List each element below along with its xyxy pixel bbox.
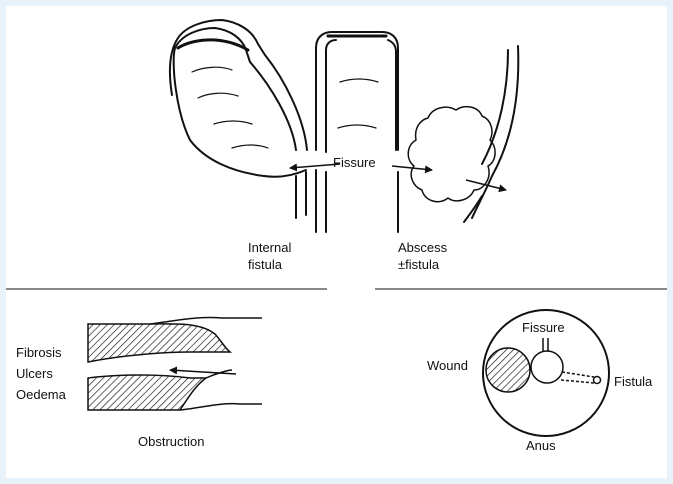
internal-fistula-label: Internal [248, 240, 291, 255]
anus-label: Anus [526, 438, 556, 453]
abscess-label: Abscess [398, 240, 448, 255]
oedema-label: Oedema [16, 387, 67, 402]
wound-label: Wound [427, 358, 468, 373]
ulcers-label: Ulcers [16, 366, 53, 381]
anal-opening [531, 351, 563, 383]
wound-hatched [486, 348, 530, 392]
fibrosis-label: Fibrosis [16, 345, 62, 360]
fistula-label: Fistula [614, 374, 653, 389]
abscess-label-2: ±fistula [398, 257, 440, 272]
fistula-opening [594, 377, 601, 384]
obstruction-label: Obstruction [138, 434, 204, 449]
internal-fistula-label-2: fistula [248, 257, 283, 272]
fissure-label-top: Fissure [333, 155, 376, 170]
fissure-label-anus: Fissure [522, 320, 565, 335]
